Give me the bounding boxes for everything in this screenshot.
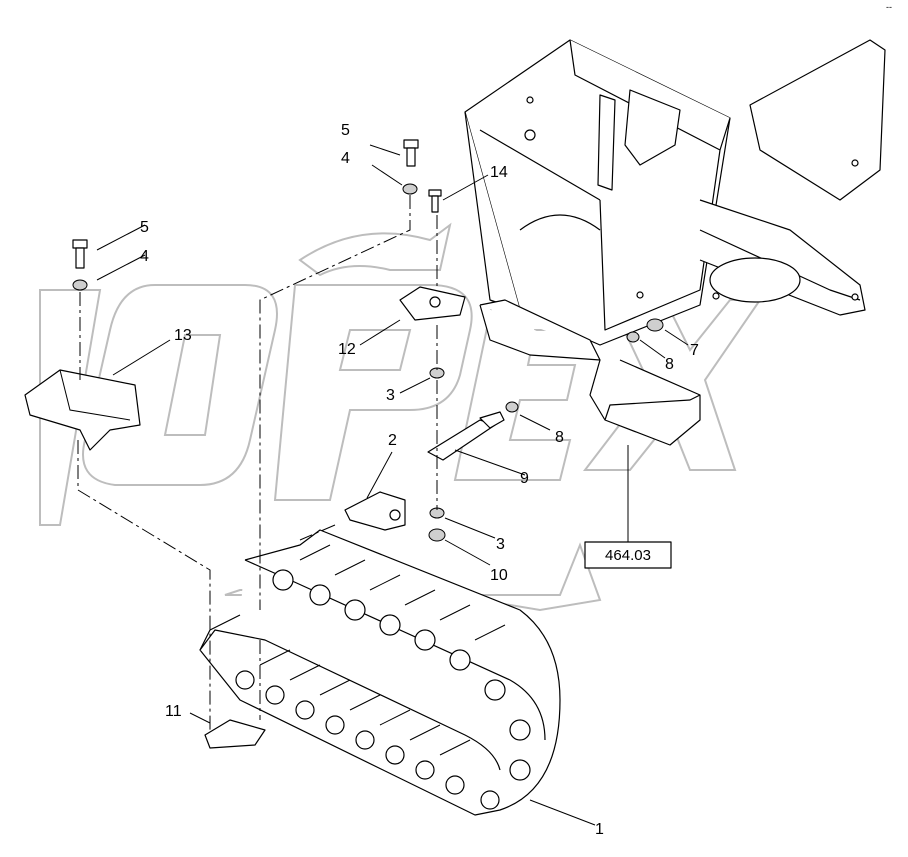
assembly-lines xyxy=(77,195,438,730)
callout-4: 4 xyxy=(140,248,149,265)
reference-box-label: 464.03 xyxy=(605,547,651,564)
bracket-2 xyxy=(344,491,406,531)
bolts-and-washers xyxy=(72,139,664,542)
callout-9: 9 xyxy=(520,470,529,487)
pin-9 xyxy=(427,411,505,461)
corner-mark: -- xyxy=(886,2,892,12)
callout-8: 8 xyxy=(665,356,674,373)
mounting-plate-11 xyxy=(204,719,266,749)
callout-5: 5 xyxy=(140,219,149,236)
callout-3: 3 xyxy=(496,536,505,553)
leader-lines xyxy=(96,144,689,826)
callout-2: 2 xyxy=(388,432,397,449)
callout-3: 3 xyxy=(386,387,395,404)
callout-1: 1 xyxy=(595,821,604,838)
callout-12: 12 xyxy=(338,341,356,358)
callout-14: 14 xyxy=(490,164,508,181)
hopper-frame xyxy=(464,39,886,446)
callout-8: 8 xyxy=(555,429,564,446)
callout-13: 13 xyxy=(174,327,192,344)
bracket-13 xyxy=(24,369,141,451)
callout-5: 5 xyxy=(341,122,350,139)
callout-7: 7 xyxy=(690,342,699,359)
drag-chain xyxy=(199,529,561,816)
mounting-plate-12 xyxy=(399,286,466,321)
callout-11: 11 xyxy=(165,703,182,720)
callout-labels: 5 4 5 4 14 13 12 3 2 9 8 3 10 11 1 8 7 xyxy=(140,122,699,838)
reference-box[interactable]: 464.03 xyxy=(584,541,672,569)
callout-4: 4 xyxy=(341,150,350,167)
callout-10: 10 xyxy=(490,567,508,584)
